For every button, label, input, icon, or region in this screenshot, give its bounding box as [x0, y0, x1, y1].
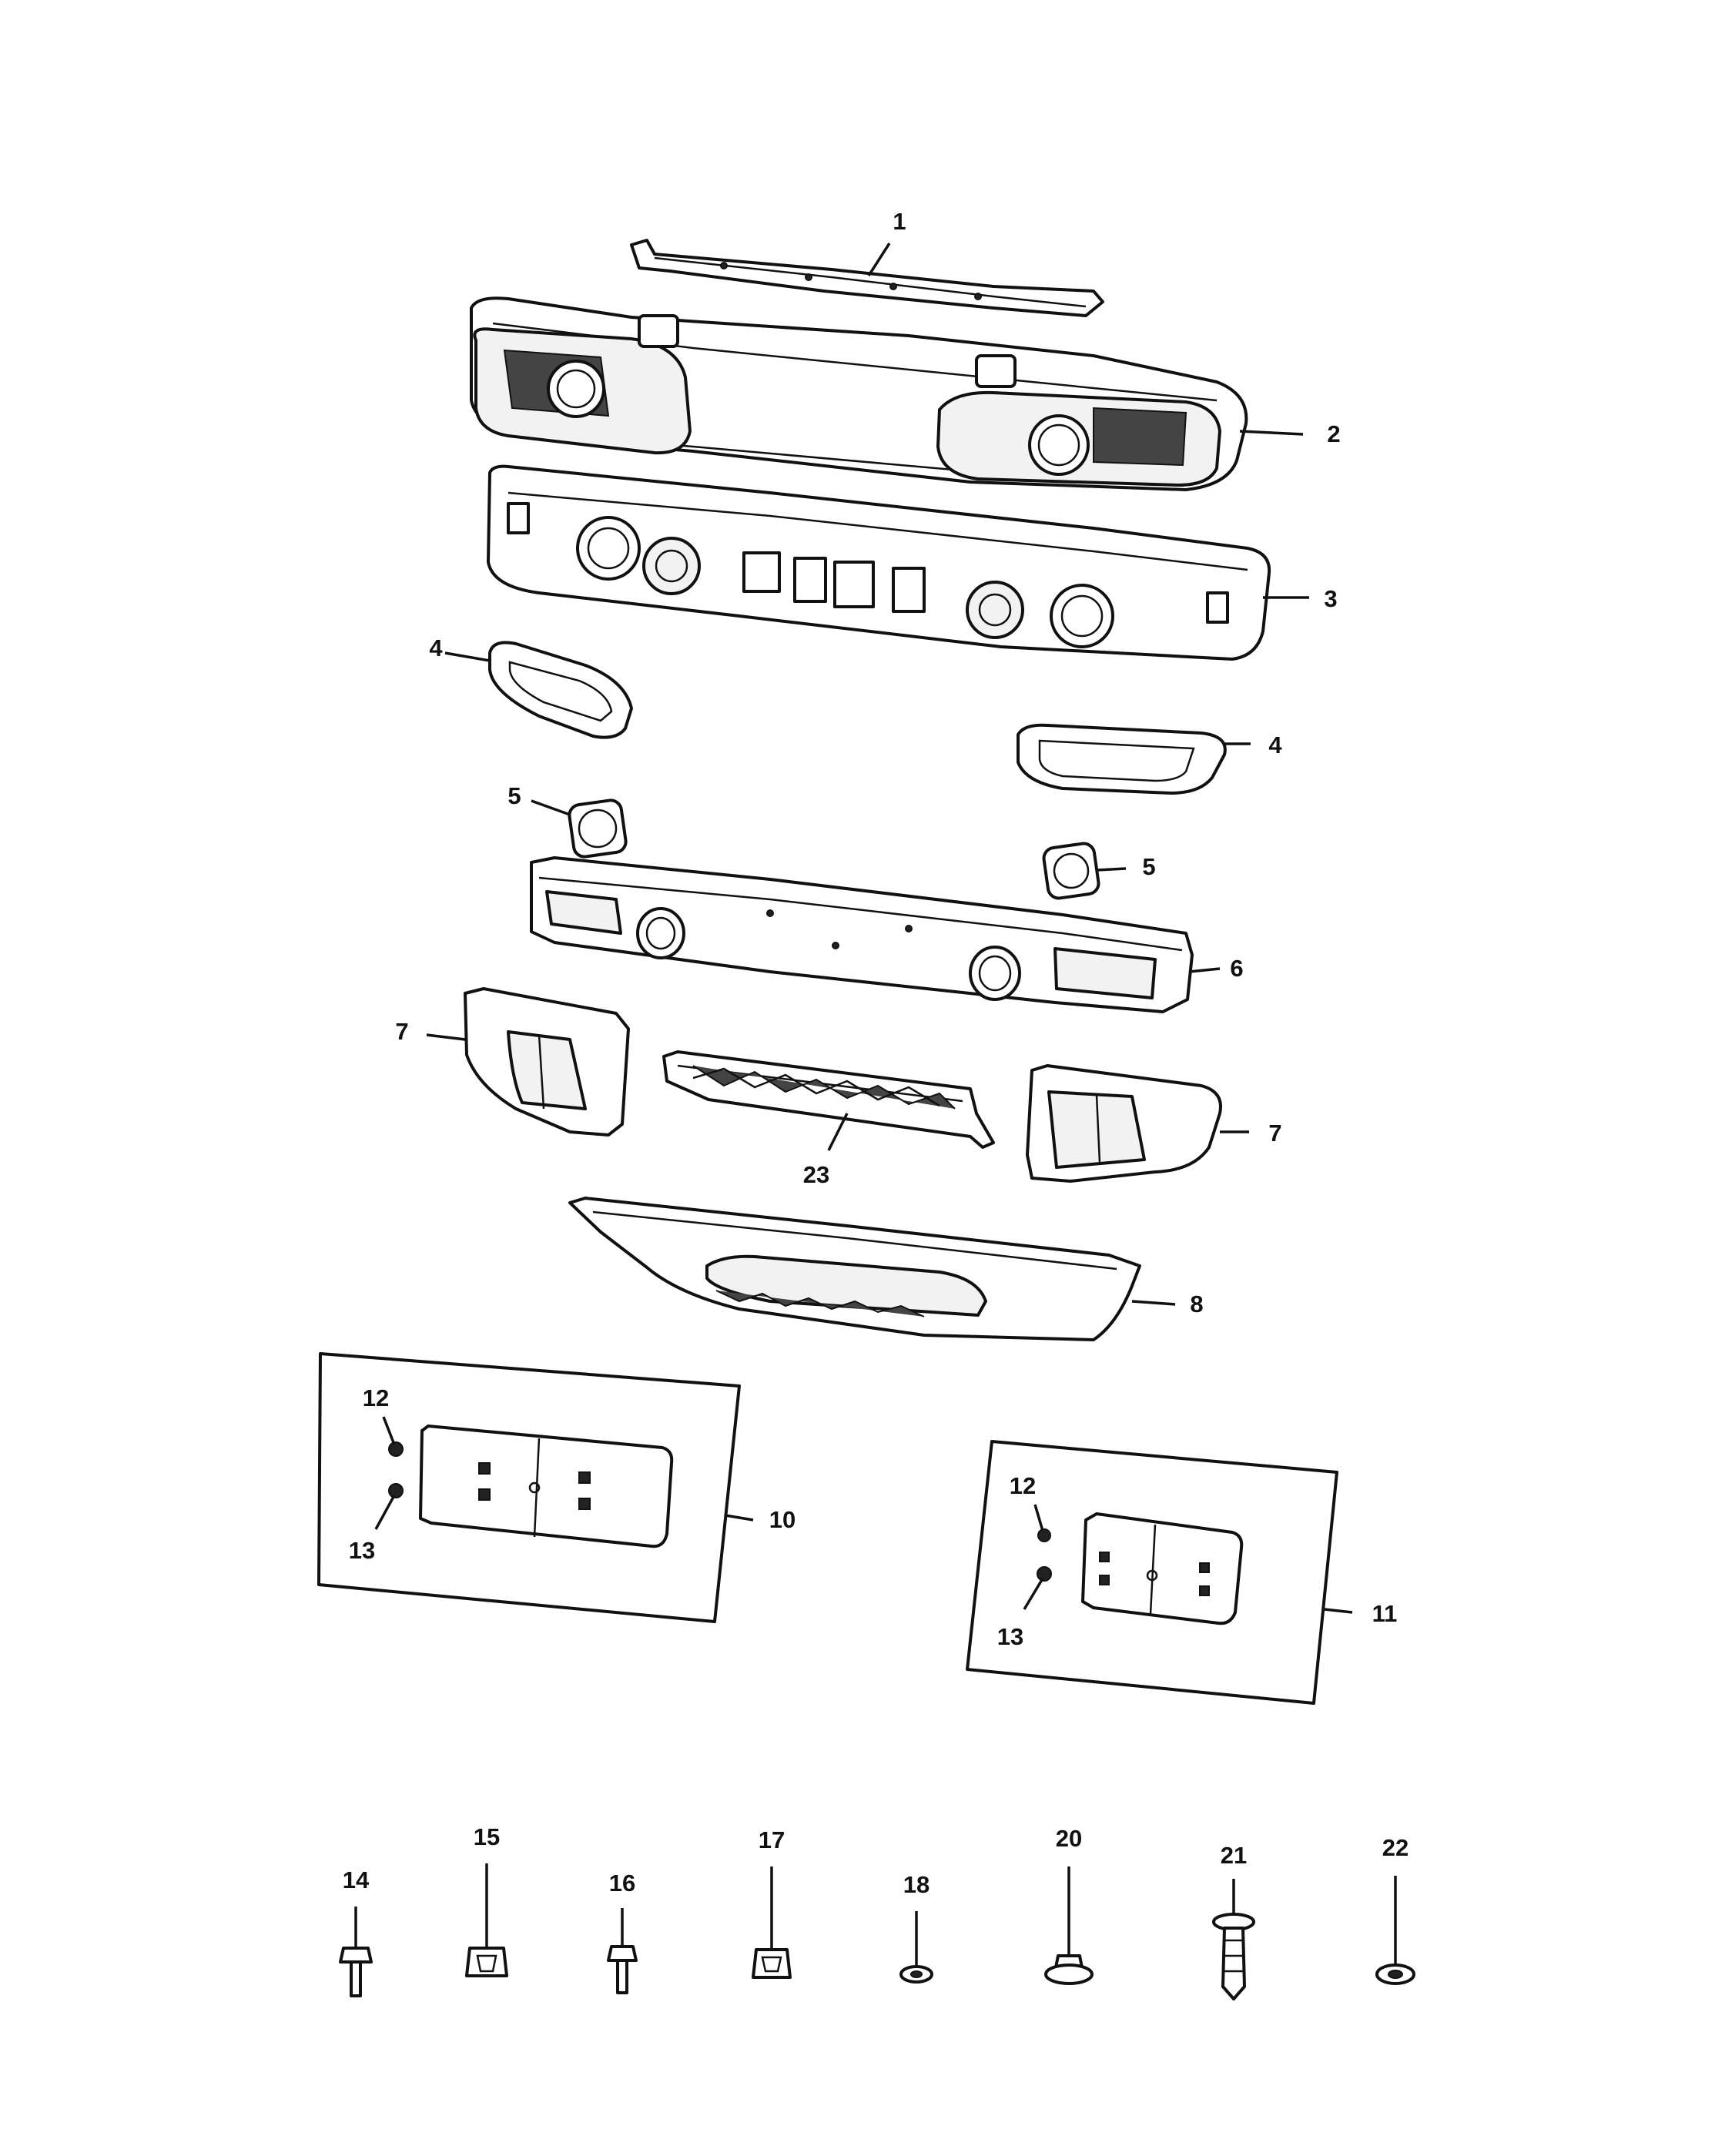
leader-line-5a — [531, 799, 571, 816]
leader-line-8 — [1131, 1300, 1176, 1306]
fastener-20-nut — [1044, 1866, 1094, 1985]
part-7-left-bracket — [464, 987, 630, 1137]
fastener-14-bolt — [339, 1907, 373, 1997]
leader-line-5b — [1096, 867, 1127, 872]
part-5-left-grommet — [568, 798, 628, 859]
leader-line-10 — [725, 1514, 754, 1522]
part-3-inner-carrier — [487, 464, 1271, 661]
callout-18: 18 — [903, 1871, 929, 1898]
part-7-right-bracket — [1026, 1064, 1222, 1183]
leader-line-13a — [374, 1495, 396, 1530]
leader-line-7a — [426, 1033, 466, 1041]
part-23-lower-grille-insert — [662, 1050, 995, 1149]
callout-17: 17 — [759, 1826, 785, 1853]
leader-line-2 — [1239, 430, 1304, 436]
leader-line-11 — [1324, 1608, 1353, 1614]
part-4-right-bezel — [1017, 723, 1227, 795]
callout-11: 11 — [1372, 1600, 1398, 1627]
callout-16: 16 — [609, 1870, 635, 1897]
part-4-left-bezel — [488, 641, 633, 739]
part-2-bumper-fascia — [470, 296, 1248, 491]
fastener-18-washer — [899, 1911, 933, 1984]
callout-6: 6 — [1230, 955, 1243, 982]
leader-line-4a — [444, 651, 491, 662]
callout-13a: 13 — [349, 1537, 375, 1564]
callout-4a: 4 — [429, 634, 443, 661]
fastener-21-push-pin — [1212, 1879, 1255, 2000]
leader-line-1 — [867, 243, 891, 276]
callout-20: 20 — [1056, 1825, 1082, 1852]
callout-3: 3 — [1324, 585, 1337, 612]
fastener-16-pin — [607, 1908, 638, 1994]
callout-8: 8 — [1190, 1291, 1203, 1317]
callout-23: 23 — [803, 1161, 829, 1188]
fastener-15-clip — [465, 1863, 508, 1977]
callout-10: 10 — [769, 1506, 796, 1533]
fastener-22-washer — [1375, 1876, 1415, 1985]
callout-2: 2 — [1327, 420, 1340, 447]
callout-22: 22 — [1382, 1834, 1408, 1861]
leader-line-6 — [1188, 967, 1221, 973]
part-5-right-grommet — [1042, 842, 1100, 900]
callout-7b: 7 — [1268, 1120, 1281, 1147]
leader-line-12b — [1033, 1504, 1044, 1532]
callout-4b: 4 — [1268, 732, 1282, 758]
fastener-17-clip — [752, 1866, 792, 1979]
leader-line-13b — [1023, 1578, 1044, 1610]
callout-5a: 5 — [507, 782, 521, 809]
kit-box-11 — [966, 1440, 1338, 1705]
callout-13b: 13 — [997, 1623, 1023, 1650]
callout-12b: 12 — [1010, 1472, 1036, 1499]
callout-12a: 12 — [363, 1384, 389, 1411]
callout-15: 15 — [474, 1823, 500, 1850]
leader-line-12a — [382, 1416, 396, 1445]
part-6-reinforcement-beam — [530, 856, 1194, 1013]
callout-14: 14 — [343, 1866, 370, 1893]
callout-7a: 7 — [395, 1018, 408, 1045]
callout-21: 21 — [1221, 1842, 1247, 1869]
part-1-upper-bracket — [630, 239, 1104, 317]
callout-1: 1 — [893, 208, 906, 235]
leader-line-23 — [827, 1113, 849, 1151]
kit-box-10 — [317, 1352, 741, 1623]
callout-5b: 5 — [1142, 853, 1155, 880]
part-8-skid-plate — [568, 1197, 1141, 1341]
